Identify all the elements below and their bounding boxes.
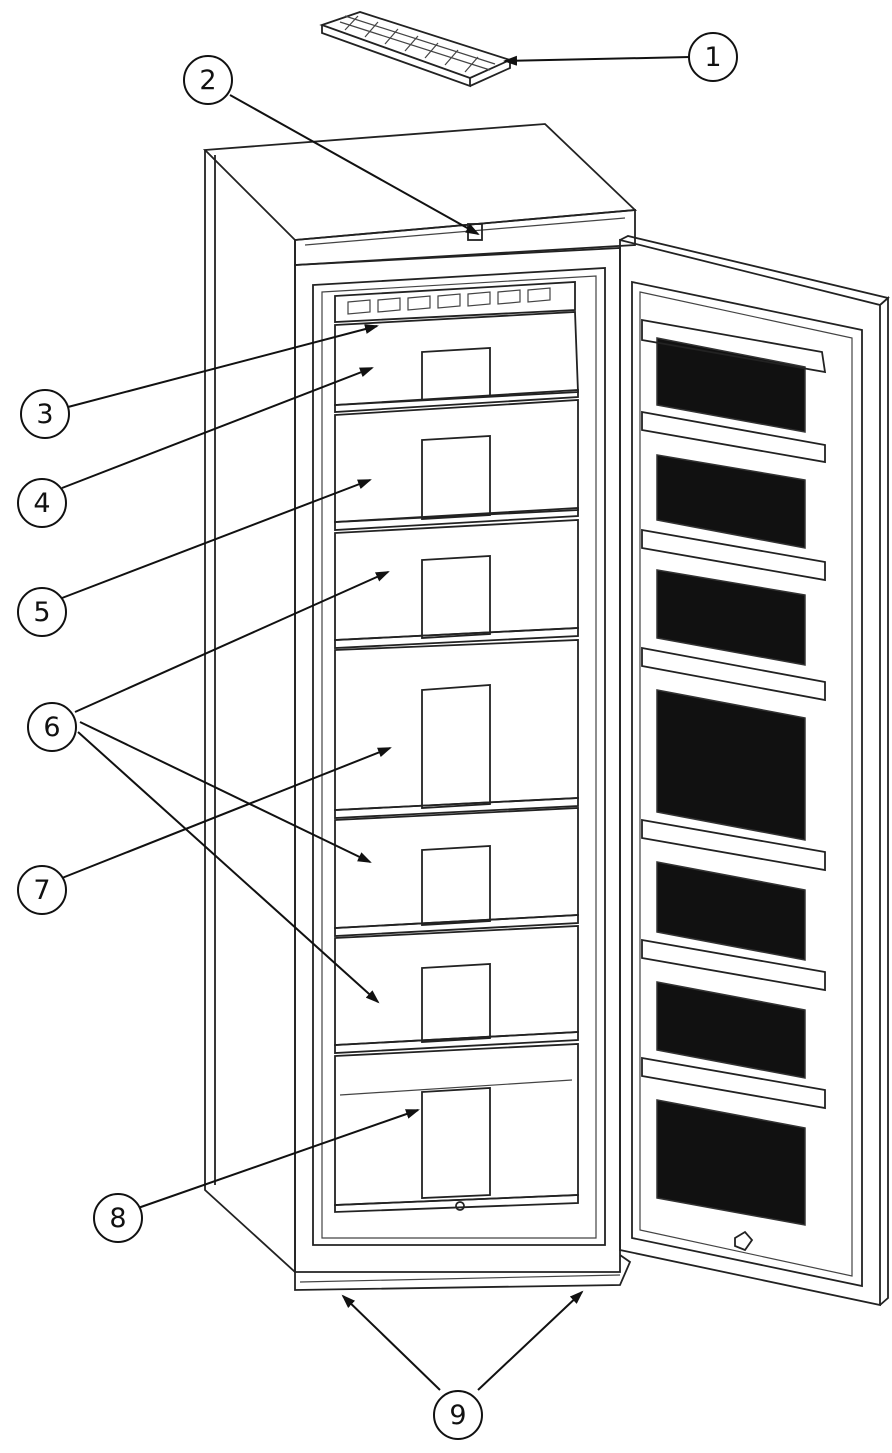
top-grille — [334, 281, 576, 323]
callout-7-label: 7 — [33, 875, 50, 906]
drawers — [334, 311, 579, 1213]
leader-6c — [77, 731, 380, 1004]
callout-5: 5 — [17, 587, 67, 637]
callout-6-label: 6 — [43, 712, 60, 743]
callout-1: 1 — [688, 32, 738, 82]
callout-3: 3 — [20, 389, 70, 439]
callout-5-label: 5 — [33, 597, 50, 628]
leader-4 — [61, 367, 374, 489]
drawer-1 — [334, 311, 579, 413]
callout-7: 7 — [17, 865, 67, 915]
drawer-7 — [334, 1043, 579, 1213]
door-lock-icon — [734, 1230, 754, 1252]
door — [619, 235, 890, 1307]
leader-7 — [61, 747, 392, 879]
door-compartment-4 — [641, 646, 826, 841]
callout-2: 2 — [183, 55, 233, 105]
door-compartment-1 — [641, 318, 827, 433]
leader-2 — [229, 94, 480, 235]
callout-6: 6 — [27, 702, 77, 752]
callout-1-label: 1 — [704, 42, 721, 73]
callout-3-label: 3 — [36, 399, 53, 430]
drawer-2 — [334, 399, 579, 531]
door-compartment-7 — [641, 1056, 826, 1226]
drawer-6 — [334, 925, 579, 1054]
leader-1 — [503, 55, 691, 66]
callout-2-label: 2 — [199, 65, 216, 96]
leader-6a — [74, 571, 390, 713]
door-compartment-2 — [641, 410, 826, 549]
drawer-5 — [334, 807, 579, 937]
door-compartment-6 — [641, 938, 826, 1079]
leader-3 — [67, 324, 379, 408]
door-compartment-5 — [641, 818, 826, 961]
leader-9b — [477, 1290, 584, 1391]
leader-8 — [137, 1109, 420, 1209]
cabinet-body — [202, 123, 638, 1273]
door-compartment-3 — [641, 528, 826, 666]
leader-lines — [61, 55, 691, 1391]
leader-6b — [79, 721, 372, 863]
callouts: 1 2 3 4 5 6 7 8 — [17, 32, 738, 1440]
drawer-3 — [334, 519, 579, 649]
callout-8-label: 8 — [109, 1203, 126, 1234]
leader-5 — [61, 479, 372, 599]
drawer-4 — [334, 639, 579, 819]
leader-9a — [341, 1294, 441, 1391]
callout-4: 4 — [17, 478, 67, 528]
callout-8: 8 — [93, 1193, 143, 1243]
cabinet-front — [294, 247, 632, 1291]
callout-9: 9 — [433, 1390, 483, 1440]
ice-tray — [319, 11, 513, 88]
callout-9-label: 9 — [449, 1400, 466, 1431]
callout-4-label: 4 — [33, 488, 50, 519]
